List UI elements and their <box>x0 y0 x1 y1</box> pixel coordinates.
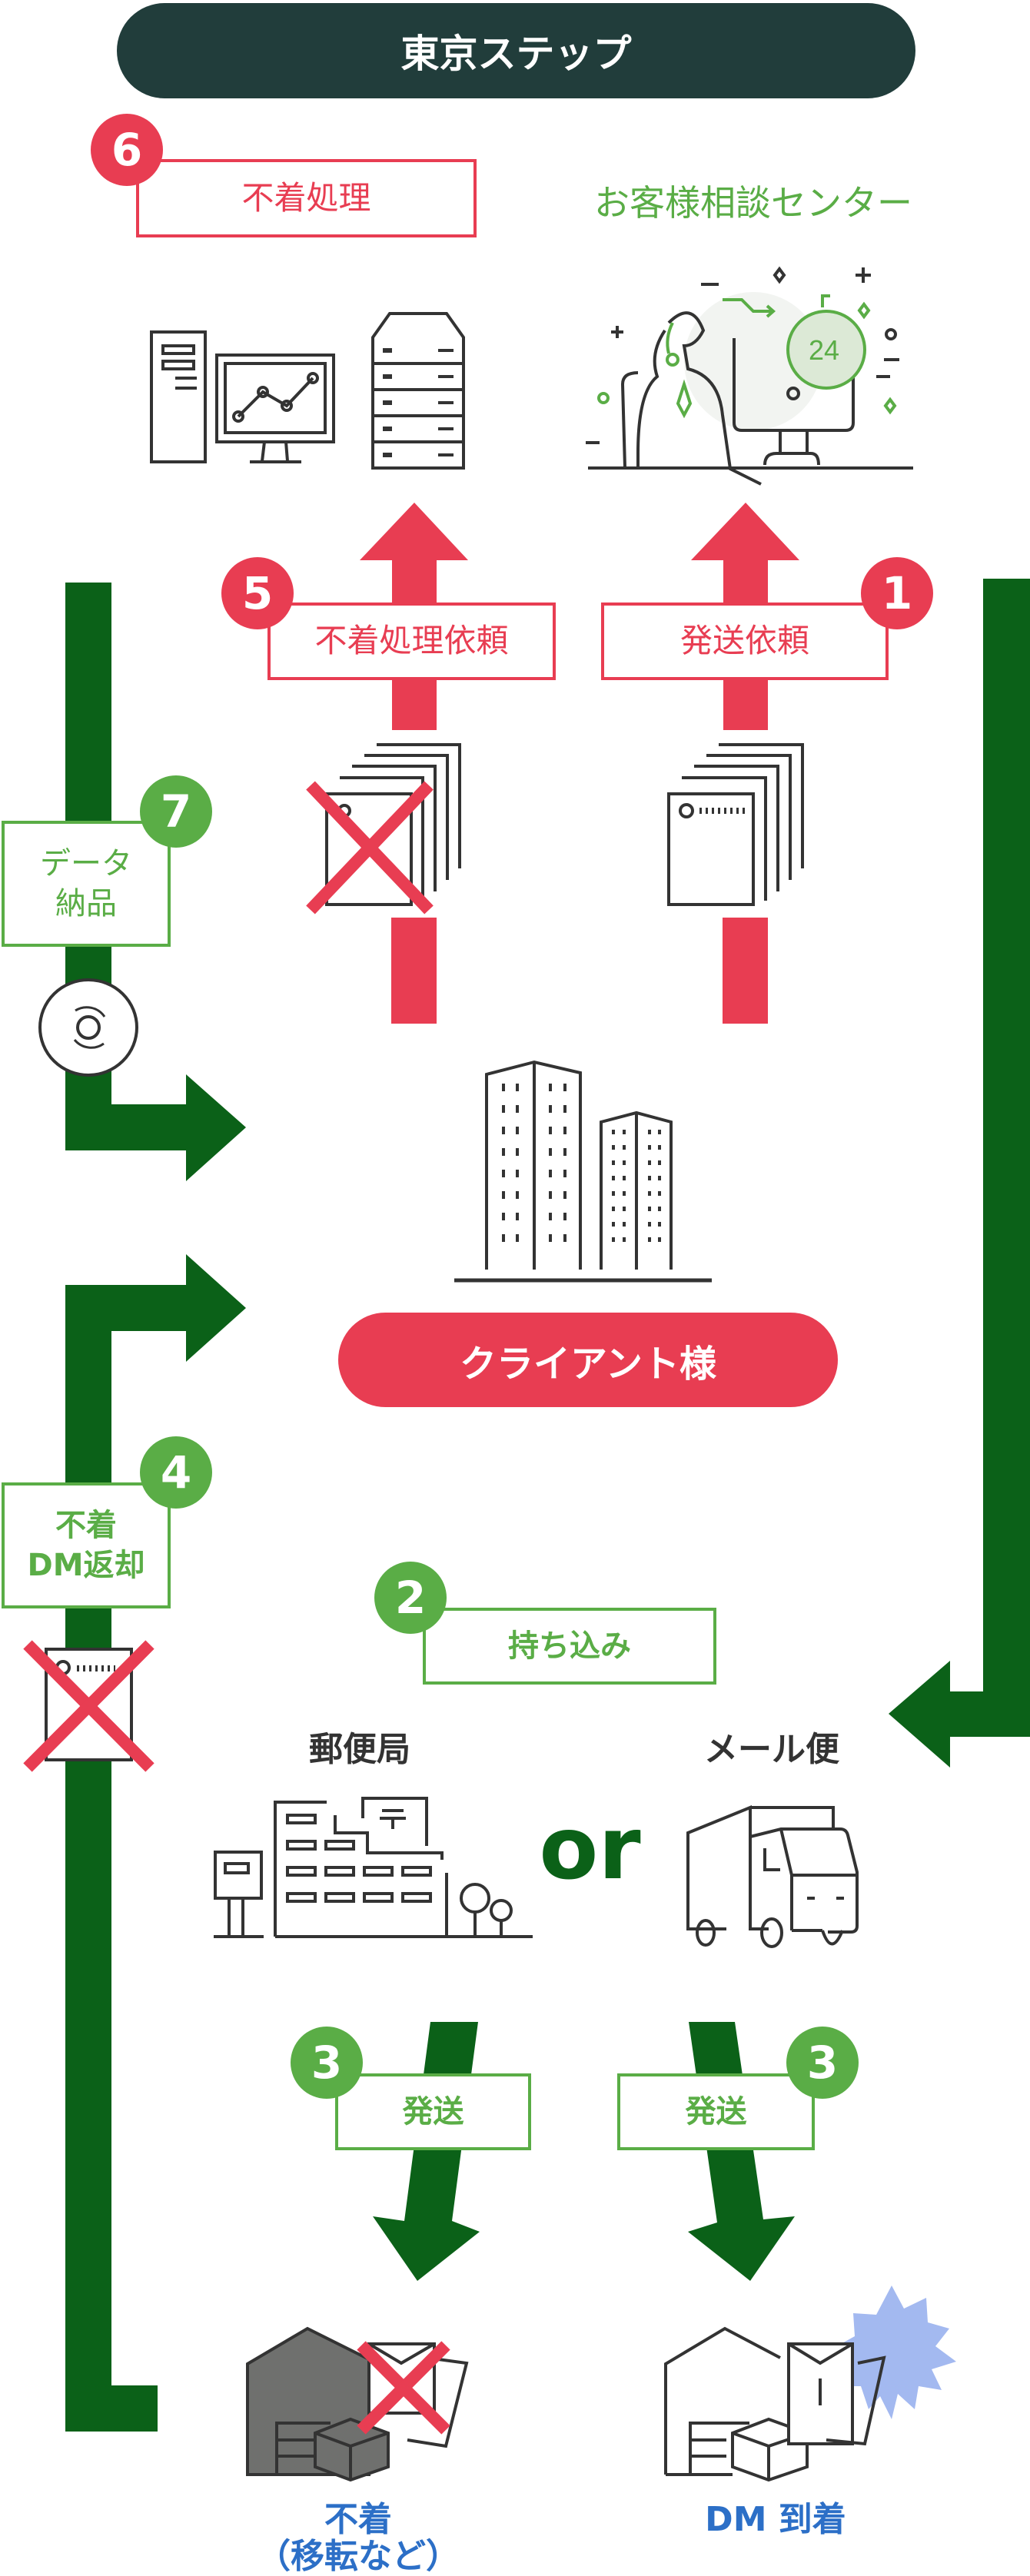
undelivered-label-line2: （移転など） <box>257 2537 460 2576</box>
step-5-box: 不着処理依頼 <box>267 603 556 680</box>
step-3-left-badge: 3 <box>291 2027 363 2099</box>
dm-stack-icon <box>667 743 804 906</box>
ship-arrow-right <box>688 2022 795 2281</box>
step-7-label-line1: データ <box>40 846 132 881</box>
support-center-label: お客様相談センター <box>594 182 912 224</box>
bring-in-arrow <box>889 579 1030 1768</box>
returned-dm-icon <box>23 1640 154 1772</box>
server-icon <box>371 312 465 470</box>
ship-arrow-left <box>373 2022 480 2281</box>
step-1-label: 発送依頼 <box>679 622 809 660</box>
post-office-label: 郵便局 <box>309 1730 410 1769</box>
step-3-right-badge: 3 <box>786 2027 859 2099</box>
step-6-box: 不着処理 <box>136 159 477 237</box>
undelivered-label: 不着 （移転など） <box>204 2501 512 2576</box>
step-3-right-box: 発送 <box>617 2073 815 2150</box>
page-title: 東京ステップ <box>117 3 915 98</box>
undelivered-label-line1: 不着 <box>324 2500 392 2539</box>
step-7-badge: 7 <box>140 775 212 848</box>
step-1-box: 発送依頼 <box>601 603 889 680</box>
starburst-icon <box>834 2286 956 2419</box>
office-buildings-icon <box>454 1060 712 1283</box>
step-4-label-line2: DM返却 <box>27 1548 145 1583</box>
request-arrow-right <box>691 503 799 1024</box>
step-6-badge: 6 <box>91 114 163 186</box>
step-3-left-label: 発送 <box>402 2094 464 2130</box>
step-3-right-label: 発送 <box>685 2094 747 2130</box>
clock-24-text: 24 <box>809 334 839 366</box>
step-5-badge: 5 <box>221 557 294 629</box>
undelivered-cross-icon <box>357 2341 450 2435</box>
step-3-left-box: 発送 <box>335 2073 531 2150</box>
step-4-badge: 4 <box>140 1436 212 1509</box>
computer-icon <box>150 330 335 463</box>
post-office-icon <box>214 1797 533 1938</box>
or-label: or <box>539 1799 641 1899</box>
step-2-label: 持ち込み <box>508 1628 631 1664</box>
request-arrow-left <box>360 503 468 1024</box>
step-7-box: データ 納品 <box>2 821 171 947</box>
cross-mark-icon <box>306 781 434 915</box>
delivered-label: DM 到着 <box>705 2500 846 2539</box>
delivery-truck-icon <box>686 1805 859 1948</box>
step-4-box: 不着 DM返却 <box>2 1482 171 1608</box>
step-5-label: 不着処理依頼 <box>314 622 509 660</box>
support-operator-icon <box>586 266 913 486</box>
disc-icon <box>38 978 138 1077</box>
step-6-label: 不着処理 <box>241 178 371 217</box>
step-4-label-line1: 不着 <box>55 1508 117 1543</box>
step-2-badge: 2 <box>374 1562 447 1634</box>
step-1-badge: 1 <box>861 557 933 629</box>
step-2-box: 持ち込み <box>423 1608 716 1685</box>
client-label: クライアント様 <box>338 1313 838 1407</box>
delivered-house-icon <box>664 2326 886 2482</box>
dm-return-arrow <box>65 1254 246 2432</box>
mail-service-label: メール便 <box>704 1730 839 1769</box>
step-7-label-line2: 納品 <box>55 886 117 921</box>
